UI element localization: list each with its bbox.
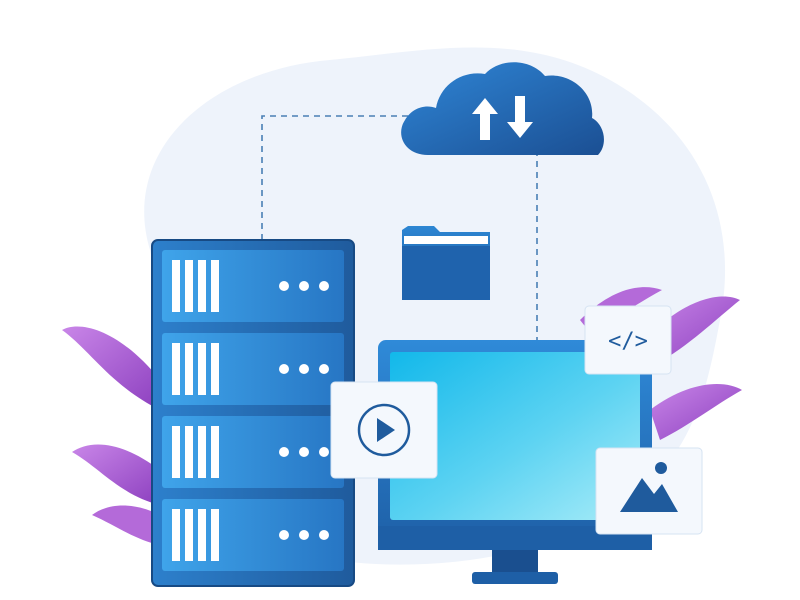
server-status-dot: [279, 281, 289, 291]
server-drive-bay: [211, 343, 219, 395]
code-icon: </>: [608, 329, 648, 354]
server-status-dot: [319, 281, 329, 291]
monitor-icon: [378, 340, 652, 584]
leaf-icon: [62, 326, 160, 545]
server-status-dot: [319, 530, 329, 540]
server-unit: [162, 499, 344, 571]
server-status-dot: [279, 364, 289, 374]
server-drive-bay: [198, 426, 206, 478]
server-unit: [162, 333, 344, 405]
server-drive-bay: [185, 509, 193, 561]
server-drive-bay: [198, 509, 206, 561]
server-units: [162, 250, 344, 571]
server-drive-bay: [198, 260, 206, 312]
server-status-dot: [299, 364, 309, 374]
server-unit: [162, 416, 344, 488]
server-drive-bay: [198, 343, 206, 395]
server-status-dot: [319, 447, 329, 457]
server-drive-bay: [172, 260, 180, 312]
server-drive-bay: [211, 426, 219, 478]
server-status-dot: [319, 364, 329, 374]
server-drive-bay: [185, 426, 193, 478]
server-drive-bay: [185, 260, 193, 312]
server-status-dot: [299, 530, 309, 540]
server-status-dot: [279, 447, 289, 457]
server-drive-bay: [172, 509, 180, 561]
server-drive-bay: [172, 426, 180, 478]
server-status-dot: [299, 281, 309, 291]
server-drive-bay: [185, 343, 193, 395]
dashed-connector-lines: [261, 115, 538, 345]
video-play-icon: [377, 418, 395, 442]
server-drive-bay: [172, 343, 180, 395]
server-drive-bay: [211, 509, 219, 561]
folder-icon: [402, 226, 490, 300]
server-status-dot: [279, 530, 289, 540]
code-card: </>: [584, 305, 672, 375]
server-status-dot: [299, 447, 309, 457]
cloud-upload-download-icon: [401, 62, 604, 155]
video-play-card: [330, 381, 438, 479]
image-icon: [620, 462, 678, 512]
image-card: [595, 447, 703, 535]
server-unit: [162, 250, 344, 322]
server-drive-bay: [211, 260, 219, 312]
